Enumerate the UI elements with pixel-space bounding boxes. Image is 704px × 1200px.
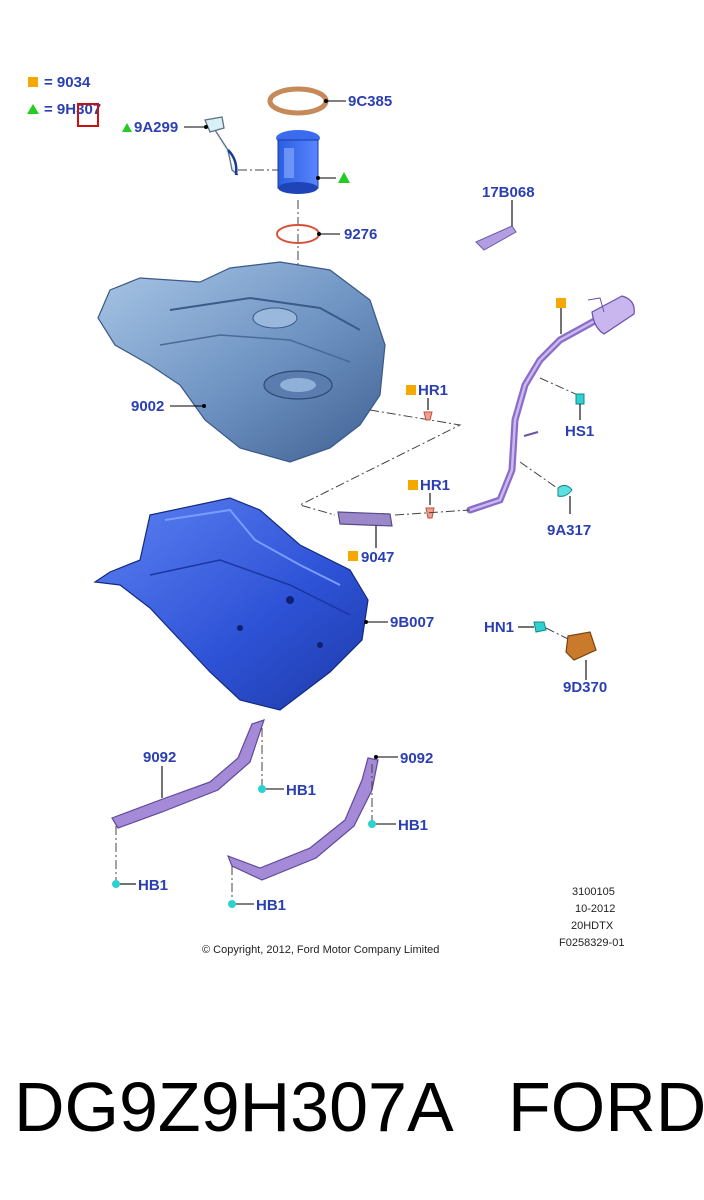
clip-icon [575,393,585,405]
legend-item-9034: = 9034 [44,74,91,91]
part-number: DG9Z9H307A [14,1068,454,1146]
square-icon [348,551,358,561]
callout-9002: 9002 [131,398,164,415]
filler-neck [591,295,635,335]
callout-hb1-c: HB1 [398,817,428,834]
bolt-icon [258,785,266,793]
gasket-9c385 [267,86,329,116]
callout-9a299: 9A299 [134,119,178,136]
bolt-icon [112,880,120,888]
callout-9092-right: 9092 [400,750,433,767]
triangle-icon [338,172,350,183]
heat-shield-9b007 [93,497,369,711]
meta-line-2: 10-2012 [575,903,615,915]
highlight-box [77,103,99,127]
bolt-icon [368,820,376,828]
callout-hb1-b: HB1 [138,877,168,894]
callout-hr1-lower: HR1 [420,477,450,494]
hose-clamp-icon [423,411,433,421]
triangle-icon [122,123,132,132]
clip-9a317-icon [557,484,573,497]
fuel-tank-9002 [97,261,386,463]
callout-hn1: HN1 [484,619,514,636]
sender-9a299 [204,116,239,176]
callout-hs1: HS1 [565,423,594,440]
callout-9d370: 9D370 [563,679,607,696]
callout-9b007: 9B007 [390,614,434,631]
callout-17b068: 17B068 [482,184,535,201]
callout-9047: 9047 [361,549,394,566]
meta-line-4: F0258329-01 [559,937,624,949]
legend-square-icon [28,77,38,87]
callout-9c385: 9C385 [348,93,392,110]
connector-9d370 [565,631,597,661]
bolt-icon [228,900,236,908]
square-icon [556,298,566,308]
strap-9092-right [226,757,379,881]
strap-9092-left [111,719,265,829]
nut-icon [533,621,547,633]
callout-9276: 9276 [344,226,377,243]
fuel-pump-module [276,130,320,194]
meta-line-3: 20HDTX [571,920,614,932]
square-icon [408,480,418,490]
legend-item-9H307: = 9H307 [44,101,101,118]
legend-triangle-icon [27,104,39,114]
hose-9047 [337,511,393,527]
bracket-17b068 [475,225,517,251]
copyright-text: © Copyright, 2012, Ford Motor Company Li… [202,944,439,956]
callout-hb1-a: HB1 [286,782,316,799]
callout-hr1-upper: HR1 [418,382,448,399]
square-icon [406,385,416,395]
callout-hb1-d: HB1 [256,897,286,914]
callout-9a317: 9A317 [547,522,591,539]
meta-line-1: 3100105 [572,886,615,898]
callout-9092-left: 9092 [143,749,176,766]
brand-name: FORD [508,1068,704,1146]
